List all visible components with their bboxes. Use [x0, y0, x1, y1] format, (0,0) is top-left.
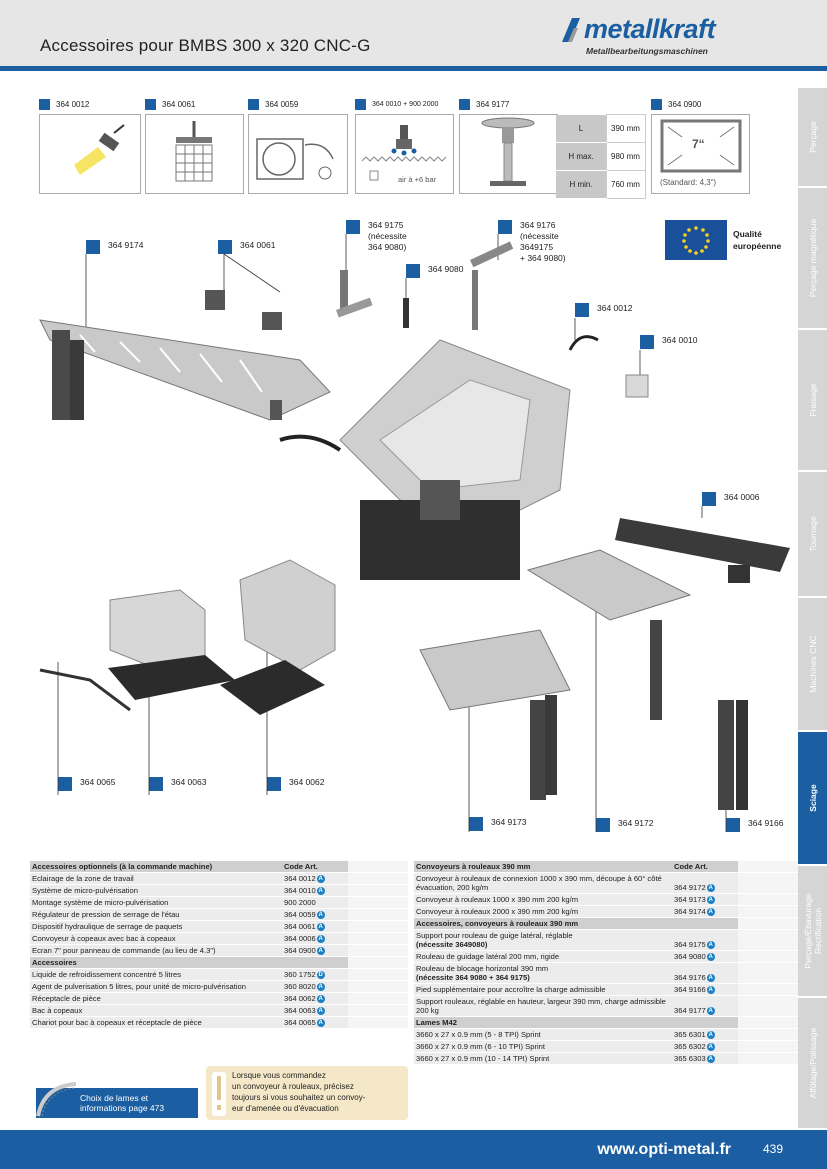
callout-364-9173: 364 9173: [469, 817, 526, 831]
table-row: Pied supplémentaire pour accroître la ch…: [414, 983, 798, 996]
table-row: Support pour rouleau de guige latéral, r…: [414, 929, 798, 951]
acc-label-1: 364 0012: [39, 99, 89, 110]
table-row: Chariot pour bac à copeaux et réceptacle…: [30, 1016, 408, 1029]
footer-url[interactable]: www.opti-metal.fr: [597, 1141, 731, 1158]
saw-blade-icon: [36, 1082, 77, 1117]
blades-info-link[interactable]: Choix de lames et informations page 473: [36, 1082, 198, 1118]
table-row: Support rouleaux, réglable en hauteur, l…: [414, 995, 798, 1017]
callout-364-0012: 364 0012: [575, 303, 632, 317]
quality-label: Qualité européenne: [733, 229, 782, 251]
acc-label-2: 364 0061: [145, 99, 195, 110]
acc-box-lamp: [39, 114, 141, 194]
side-tab-machines-cnc[interactable]: Machines CNC: [798, 598, 827, 732]
screen-size: 7“: [692, 137, 705, 151]
callout-364-0065: 364 0065: [58, 777, 115, 791]
callout-364-9174: 364 9174: [86, 240, 143, 254]
side-tab-percage-ebavurage[interactable]: Perçage/Ébavurage Rectification: [798, 866, 827, 998]
micro-spray-caption: air à +6 bar: [398, 175, 437, 184]
acc-label-6: 364 0900: [651, 99, 701, 110]
product-diagram: [39, 234, 790, 832]
table-row: Rouleau de blocage horizontal 390 mm(néc…: [414, 962, 798, 984]
callout-364-0006: 364 0006: [702, 492, 759, 506]
table-row: Convoyeur à rouleaux de connexion 1000 x…: [414, 872, 798, 894]
table-row: Dispositif hydraulique de serrage de paq…: [30, 920, 408, 933]
callout-364-0062: 364 0062: [267, 777, 324, 791]
acc-label-3: 364 0059: [248, 99, 298, 110]
hydraulic-clamp-icon: [175, 121, 213, 182]
callout-364-9080: 364 9080: [406, 264, 463, 278]
brand-name: metallkraft: [584, 14, 716, 44]
acc-box-micro-spray: air à +6 bar: [355, 114, 454, 194]
callout-364-0061: 364 0061: [218, 240, 275, 254]
acc-label-4: 364 0010 + 900 2000: [355, 99, 438, 110]
table-row: Convoyeur à rouleaux 2000 x 390 mm 200 k…: [414, 905, 798, 918]
table-row: Rouleau de guidage latéral 200 mm, rigid…: [414, 950, 798, 963]
side-tabs: Perçage Perçage magnétique Fraisage Tour…: [798, 88, 827, 1130]
optional-accessories-table: Accessoires optionnels (à la commande ma…: [30, 861, 408, 1029]
page-footer: www.opti-metal.fr 439: [0, 1130, 827, 1169]
callout-364-9166: 364 9166: [726, 818, 783, 832]
callout-364-0010: 364 0010: [640, 335, 697, 349]
side-tab-sciage[interactable]: Sciage: [798, 732, 827, 866]
header-rule: [0, 66, 827, 71]
micro-spray-icon: [361, 125, 447, 181]
exclamation-icon: [212, 1072, 226, 1116]
page-number: 439: [762, 1142, 783, 1156]
callout-364-9172: 364 9172: [596, 818, 653, 832]
acc-box-clamp: [145, 114, 244, 194]
acc-box-roller-stand: [459, 114, 558, 194]
table-row: Ecran 7" pour panneau de commande (au li…: [30, 944, 408, 957]
eu-flag-icon: [665, 220, 727, 260]
page-header: [0, 0, 827, 66]
table-row: Agent de pulverisation 5 litres, pour un…: [30, 980, 408, 993]
order-note: Lorsque vous commandez un convoyeur à ro…: [206, 1066, 408, 1120]
logo-mark-icon: [562, 18, 580, 42]
screen-caption: (Standard: 4,3“): [660, 178, 717, 187]
roller-stand-icon: [481, 117, 535, 186]
acc-label-5: 364 9177: [459, 99, 509, 110]
lamp-icon: [74, 124, 125, 175]
brand-subtitle: Metallbearbeitungsmaschinen: [586, 46, 708, 56]
acc-box-pressure: [248, 114, 348, 194]
table-row: Liquide de refroidissement concentré 5 l…: [30, 968, 408, 981]
callout-364-0063: 364 0063: [149, 777, 206, 791]
acc-box-screen: 7“ (Standard: 4,3“): [651, 114, 750, 194]
side-tab-percage-magnetique[interactable]: Perçage magnétique: [798, 188, 827, 330]
side-tab-tournage[interactable]: Tournage: [798, 472, 827, 598]
table-row: Convoyeur à rouleaux 1000 x 390 mm 200 k…: [414, 893, 798, 906]
brand-logo: metallkraft Metallbearbeitungsmaschinen: [560, 14, 790, 60]
side-tab-percage[interactable]: Perçage: [798, 88, 827, 188]
screen-icon: [660, 119, 742, 173]
vice-pressure-icon: [256, 138, 334, 180]
side-tab-fraisage[interactable]: Fraisage: [798, 330, 827, 472]
side-tab-affutage[interactable]: Affûtage/Polissage: [798, 998, 827, 1130]
table-row: Régulateur de pression de serrage de l'é…: [30, 908, 408, 921]
page-title: Accessoires pour BMBS 300 x 320 CNC-G: [40, 36, 371, 55]
